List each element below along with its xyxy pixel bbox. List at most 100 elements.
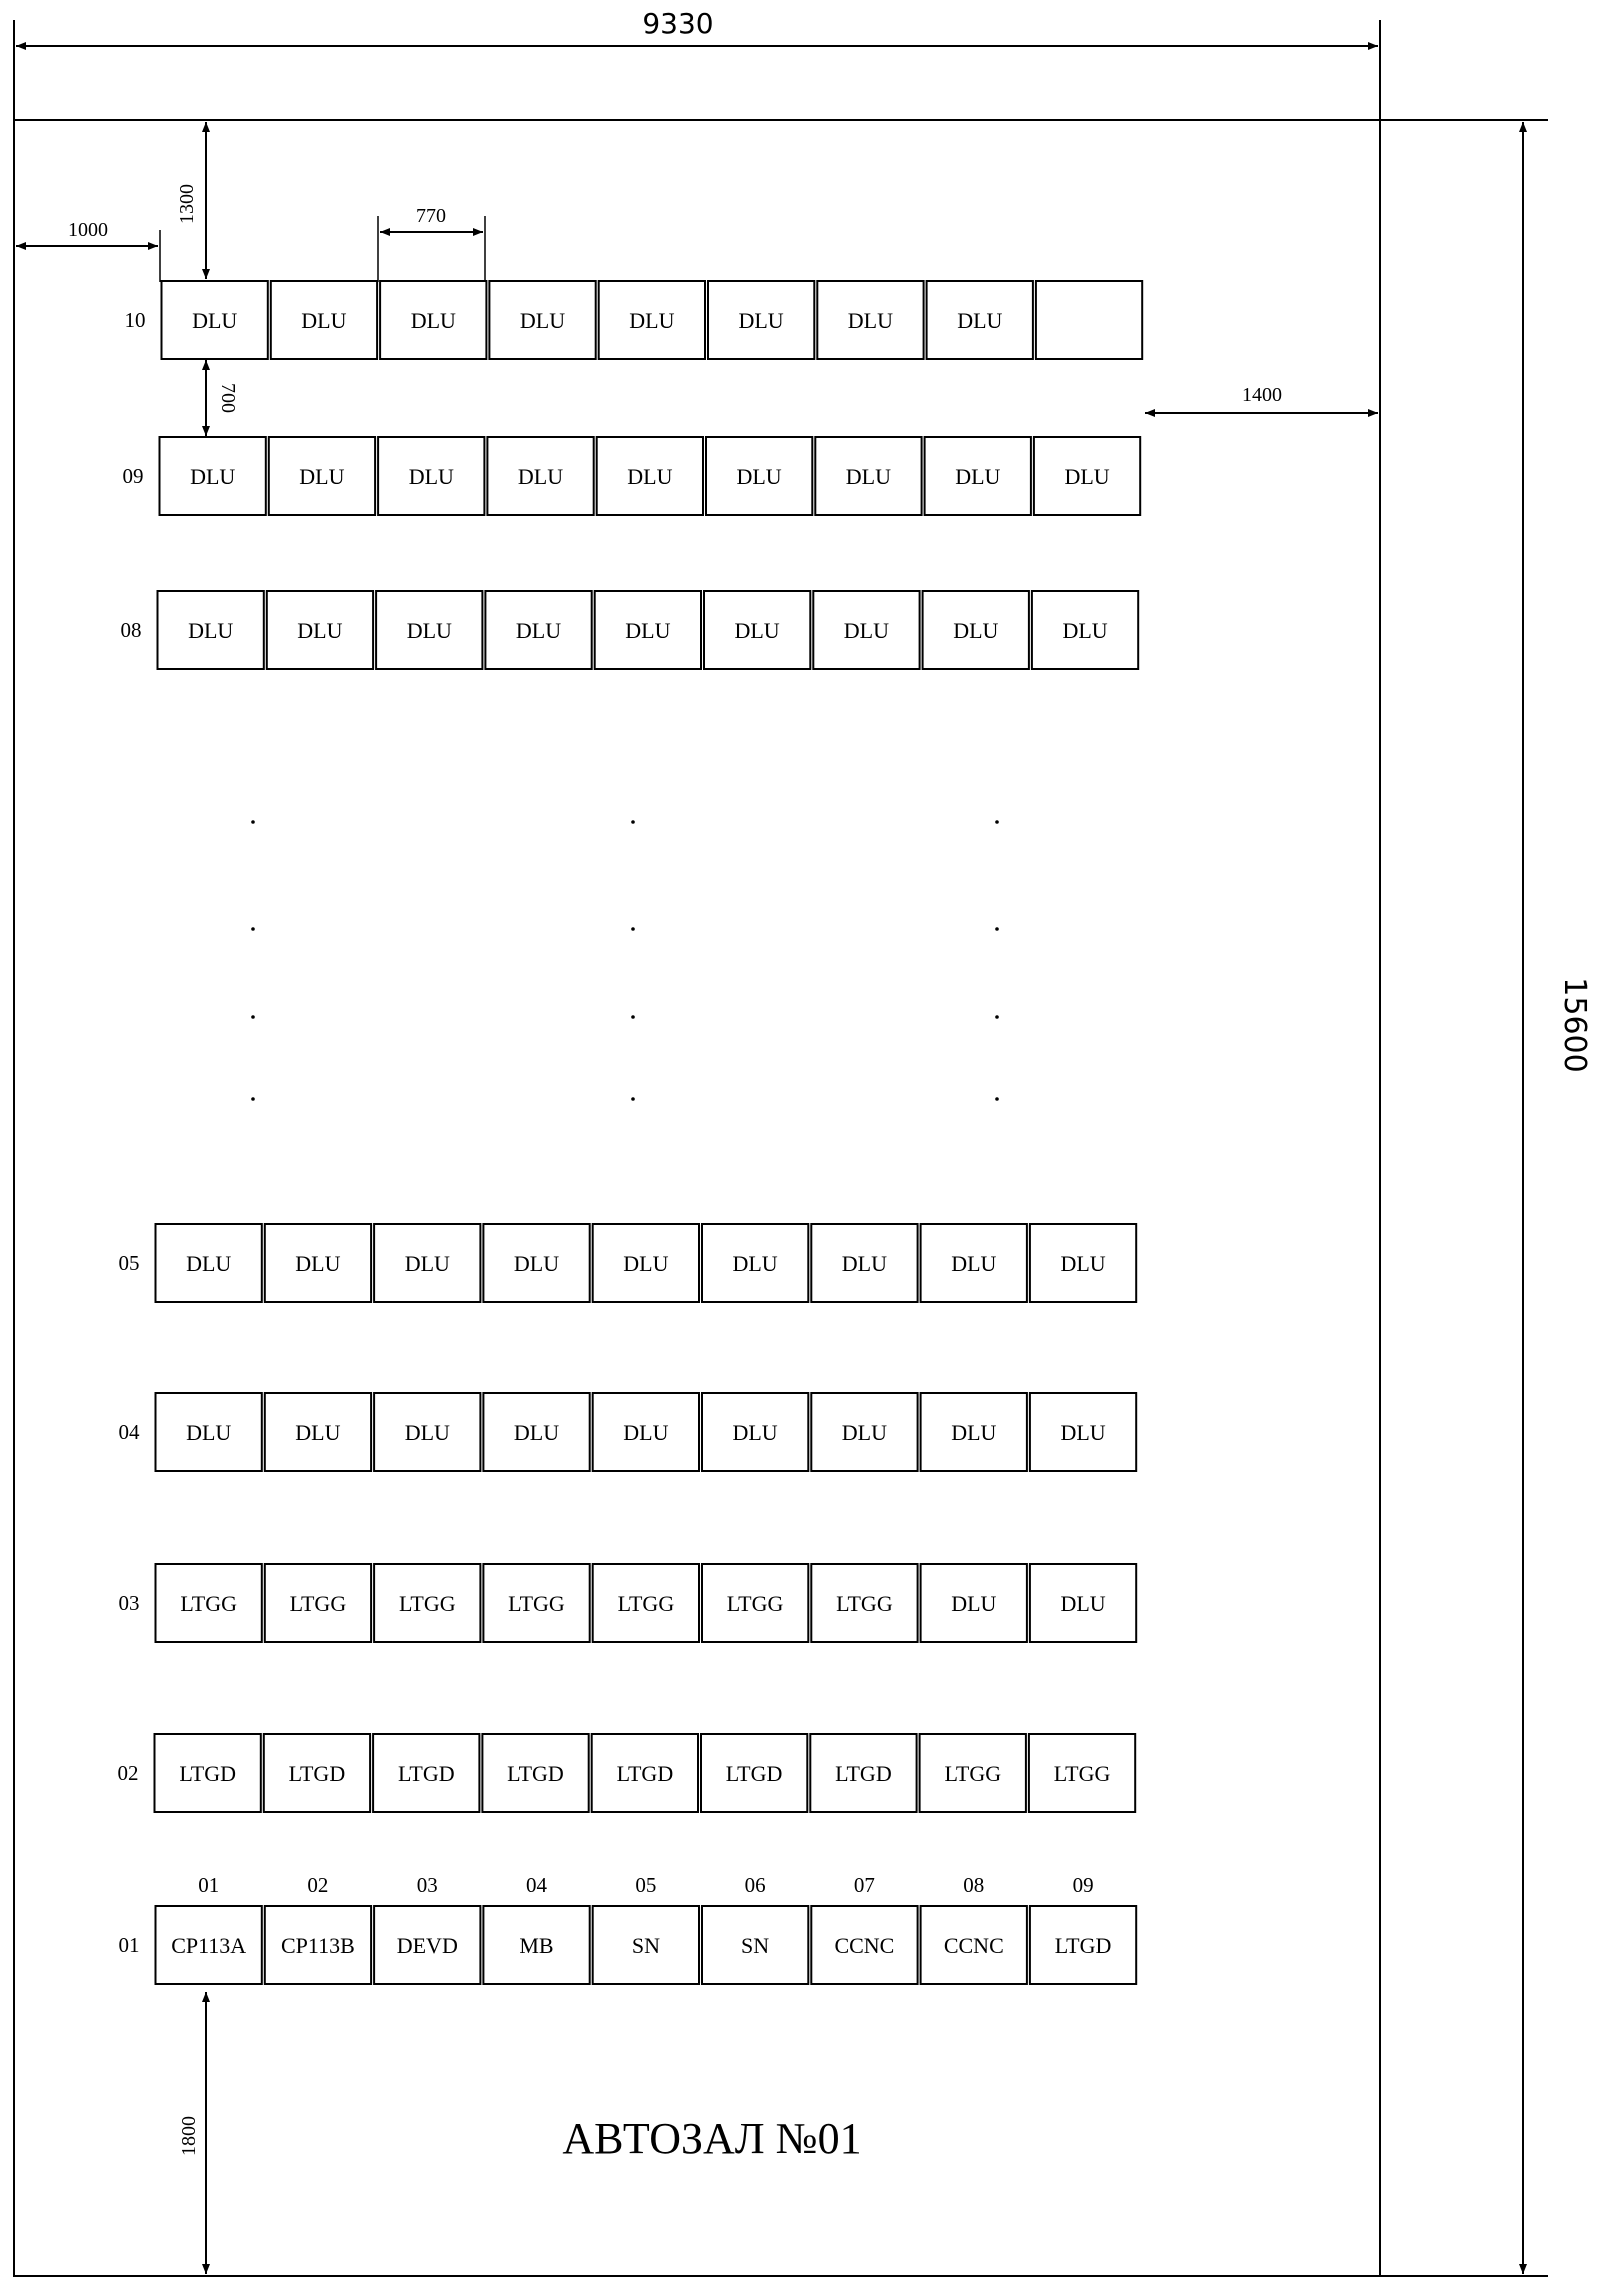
rack-cell-frame [153,1733,262,1813]
rack-cell: DLU [263,1223,373,1303]
rack-cell-frame [591,1223,701,1303]
rack-cell-label: DLU [514,1420,559,1445]
rack-cell-label: DLU [1060,1251,1105,1276]
rack-cell-frame [373,1563,482,1643]
rack-cell-frame [1027,1733,1137,1813]
rack-cell-frame [919,1905,1028,1985]
rack-cell-frame [809,1733,918,1813]
rack-cell-frame [373,1905,482,1985]
rack-cell-frame [701,1563,810,1643]
row-gap-label: 700 [217,383,239,413]
rack-cell-frame [591,1563,701,1643]
row-label: 10 [125,308,146,332]
rack-cell-frame [481,1733,590,1813]
rack-cell-label: DLU [625,618,670,643]
rack-cell: DLU [488,280,597,360]
rack-cell-frame [703,590,812,670]
rack-cell-label: DLU [848,308,893,333]
column-label: 04 [526,1873,548,1897]
rack-cell-frame [814,436,923,516]
rack-cell-label: DLU [732,1251,777,1276]
rack-cell-label: DEVD [397,1933,458,1958]
rack-cell-label: LTGD [617,1761,674,1786]
height-dimension-label: 15600 [1557,977,1592,1072]
rack-cell: DLU [921,590,1030,670]
rack-cell-frame [1028,1223,1138,1303]
rack-cell: DLU [265,590,375,670]
rack-cell-frame [590,1733,700,1813]
rack-cell: DLU [919,1392,1028,1472]
rack-cell-frame [1028,1392,1138,1472]
rack-cell-label: DLU [623,1420,668,1445]
rack-cell: DLU [373,1392,482,1472]
rack-cell-label: DLU [411,308,456,333]
rack-cell: CP113A [154,1905,263,1985]
row-label: 04 [119,1420,141,1444]
rack-cell-label: DLU [1064,464,1109,489]
rack-cell-frame [263,1392,373,1472]
rack-cell-frame [810,1223,919,1303]
row-label: 01 [119,1933,140,1957]
rack-cell: DLU [812,590,921,670]
rack-cell-frame [482,1392,591,1472]
rack-cell: DLU [701,1392,810,1472]
rack-cell-label: DLU [951,1251,996,1276]
rack-cell-label: LTGG [618,1591,675,1616]
rack-cell-frame [267,436,377,516]
bottom-margin-label: 1800 [178,2116,200,2156]
rack-cell-frame [377,436,486,516]
rack-cell: DEVD [373,1905,482,1985]
rack-cell-label: CCNC [834,1933,894,1958]
rack-cell-frame [160,280,269,360]
rack-cell-label: LTGG [727,1591,784,1616]
column-label: 06 [745,1873,766,1897]
rack-cell-label: LTGG [399,1591,456,1616]
rack-cell: LTGD [153,1733,262,1813]
rack-cell-frame [816,280,925,360]
rack-cell-label: DLU [407,618,452,643]
rack-cell: DLU [484,590,593,670]
rack-cell-frame [154,1223,263,1303]
rack-cell-label: DLU [518,464,563,489]
rack-cell-label: DLU [301,308,346,333]
rack-cell: DLU [701,1223,810,1303]
rack-cell: LTGG [263,1563,373,1643]
ellipsis-column-left [251,820,255,1101]
rack-cell: SN [591,1905,701,1985]
rack-cell: DLU [591,1392,701,1472]
rack-cell-label: DLU [405,1251,450,1276]
rack-cell-label: CP113A [171,1933,246,1958]
rack-cell-frame [156,590,265,670]
rack-cell-frame [923,436,1032,516]
rack-cell: DLU [379,280,488,360]
column-label: 01 [198,1873,219,1897]
rack-cell-label: DLU [623,1251,668,1276]
rack-cell-frame [1028,1563,1138,1643]
rack-cell-label: DLU [188,618,233,643]
rack-cell-label: DLU [734,618,779,643]
rack-cell-label: LTGD [507,1761,564,1786]
rack-cell-label: LTGG [290,1591,347,1616]
rack-cell: DLU [705,436,814,516]
right-margin-label: 1400 [1242,384,1282,406]
rack-cell-label: LTGD [726,1761,783,1786]
top-margin-label: 1300 [176,184,198,224]
rack-cell-frame [919,1223,1028,1303]
rack-cell: LTGG [373,1563,482,1643]
rack-cell: DLU [595,436,705,516]
rack-cell-label: DLU [299,464,344,489]
rack-cell-frame [705,436,814,516]
rack-cell-label: LTGD [835,1761,892,1786]
rack-cell-label: DLU [1060,1420,1105,1445]
rack-cell-label: LTGD [398,1761,455,1786]
rack-cell: DLU [154,1223,263,1303]
rack-cell-frame [919,1563,1028,1643]
rack-cell-frame [263,1223,373,1303]
rack-cell: DLU [1030,590,1140,670]
rack-cell-frame [379,280,488,360]
rack-cell-frame [262,1733,372,1813]
rack-cell: DLU [373,1223,482,1303]
rack-cell: DLU [810,1223,919,1303]
